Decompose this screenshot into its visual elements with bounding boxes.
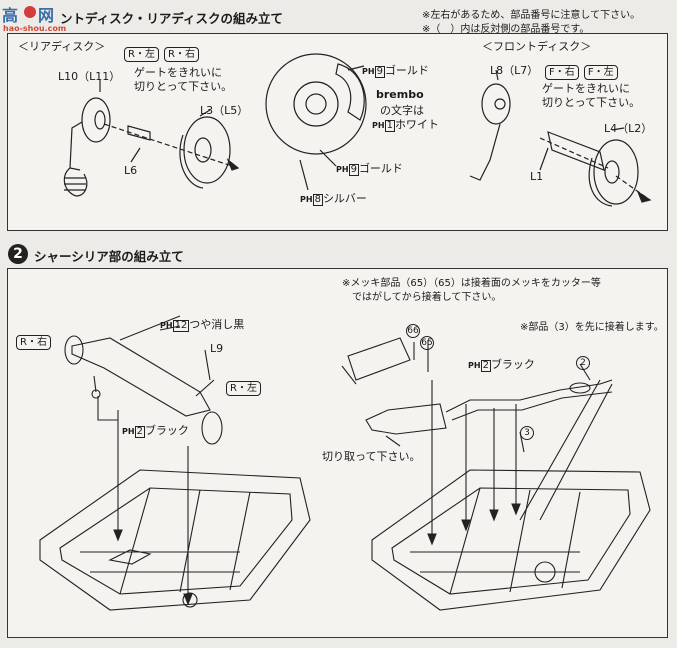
logo-text-left: 高 bbox=[2, 6, 19, 25]
section1-note-2: ※（ ）内は反対側の部品番号です。 bbox=[422, 24, 590, 35]
front-gate-note-1: ゲートをきれいに bbox=[542, 82, 630, 95]
ph-icon: PH bbox=[372, 121, 385, 130]
ph-number: 9 bbox=[374, 66, 385, 78]
left-tag-r-right: R・右 bbox=[16, 330, 51, 350]
left-suspension-arm bbox=[71, 337, 211, 417]
label-l1: L1 bbox=[530, 170, 544, 183]
label-l4: L4（L2） bbox=[604, 122, 653, 135]
part-2-number: 2 bbox=[576, 356, 590, 370]
label-l8: L8（L7） bbox=[490, 64, 539, 77]
ph9-gold-bottom-text: ゴールド bbox=[358, 162, 403, 175]
section1-title: ントディスク・リアディスクの組み立て bbox=[60, 11, 284, 26]
section1-note-1: ※左右があるため、部品番号に注意して下さい。 bbox=[422, 10, 641, 21]
ph-number: 9 bbox=[348, 164, 359, 176]
ph1-white-text: ホワイト bbox=[394, 118, 439, 131]
section2-title: シャーシリア部の組み立て bbox=[34, 249, 184, 264]
ph-icon: PH bbox=[160, 321, 173, 330]
exhaust-pipe-66 bbox=[347, 337, 411, 381]
ph-icon: PH bbox=[468, 361, 481, 370]
rear-disc bbox=[183, 116, 231, 184]
ph-number: 1 bbox=[384, 120, 395, 132]
part-66-number: 66 bbox=[406, 324, 420, 338]
ph-number: 12 bbox=[172, 320, 190, 332]
tag-f-left: F・左 bbox=[583, 65, 618, 80]
label-l3: L3（L5） bbox=[200, 104, 249, 117]
tag-r-left-text: R・左 bbox=[226, 381, 261, 396]
label-l6: L6 bbox=[124, 164, 138, 177]
right-chassis-floor bbox=[371, 469, 651, 611]
ph-number: 2 bbox=[134, 426, 145, 438]
rear-hub-flange bbox=[81, 97, 111, 143]
brembo-disc bbox=[265, 53, 367, 155]
ph2-text: ブラック bbox=[144, 424, 189, 437]
ph8-silver-text: シルバー bbox=[322, 192, 367, 205]
ph-icon: PH bbox=[362, 67, 375, 76]
front-tags: F・右 F・左 bbox=[545, 60, 618, 80]
part-66-callout: 66 bbox=[406, 318, 420, 338]
part-2-callout: 2 bbox=[576, 350, 590, 370]
ph-number: 8 bbox=[312, 194, 323, 206]
section2-number: 2 bbox=[8, 244, 28, 264]
ph-number: 2 bbox=[480, 360, 491, 372]
part-3-number: 3 bbox=[520, 426, 534, 440]
logo-dot-icon bbox=[24, 6, 36, 18]
plating-note-2: ではがしてから接着して下さい。 bbox=[352, 292, 502, 303]
label-l10: L10（L11） bbox=[58, 70, 121, 83]
cut-note: 切り取って下さい。 bbox=[322, 450, 421, 463]
tag-f-right: F・右 bbox=[545, 65, 579, 80]
plating-note-1: ※メッキ部品（65）（65）は接着面のメッキをカッター等 bbox=[342, 278, 601, 289]
left-chassis-floor bbox=[39, 469, 311, 611]
ph12-text: つや消し黒 bbox=[189, 318, 245, 331]
brembo-label: brembo bbox=[376, 88, 424, 101]
logo-text-right: 网 bbox=[38, 6, 55, 25]
front-disc-heading: ＜フロントディスク＞ bbox=[482, 40, 592, 53]
rear-disc-heading: ＜リアディスク＞ bbox=[18, 40, 106, 53]
ph-icon: PH bbox=[122, 427, 135, 436]
ph-icon: PH bbox=[336, 165, 349, 174]
rear-gate-note-1: ゲートをきれいに bbox=[134, 66, 222, 79]
tag-r-left: R・左 bbox=[124, 47, 159, 62]
ph9-gold-top-text: ゴールド bbox=[384, 64, 429, 77]
tag-r-right-text: R・右 bbox=[16, 335, 51, 350]
front-disc bbox=[593, 139, 639, 205]
watermark: hao-shou.com bbox=[3, 24, 67, 33]
part-65-number: 65 bbox=[420, 336, 434, 350]
site-logo: 高 网 bbox=[2, 2, 72, 25]
label-l9: L9 bbox=[210, 342, 224, 355]
front-hub bbox=[481, 83, 511, 125]
ph-icon: PH bbox=[300, 195, 313, 204]
rear-gate-note-2: 切りとって下さい。 bbox=[134, 80, 233, 93]
left-tag-r-left: R・左 bbox=[226, 376, 261, 396]
brembo-note: の文字は bbox=[380, 104, 424, 117]
tag-r-right: R・右 bbox=[164, 47, 199, 62]
part-65-callout: 65 bbox=[420, 330, 434, 350]
muffler bbox=[365, 403, 447, 435]
front-gate-note-2: 切りとって下さい。 bbox=[542, 96, 641, 109]
rear-tags: R・左 R・右 bbox=[124, 42, 199, 62]
part3-note: ※部品（3）を先に接着します。 bbox=[520, 322, 664, 333]
part-3-callout: 3 bbox=[520, 420, 534, 440]
right-ph2-text: ブラック bbox=[490, 358, 535, 371]
